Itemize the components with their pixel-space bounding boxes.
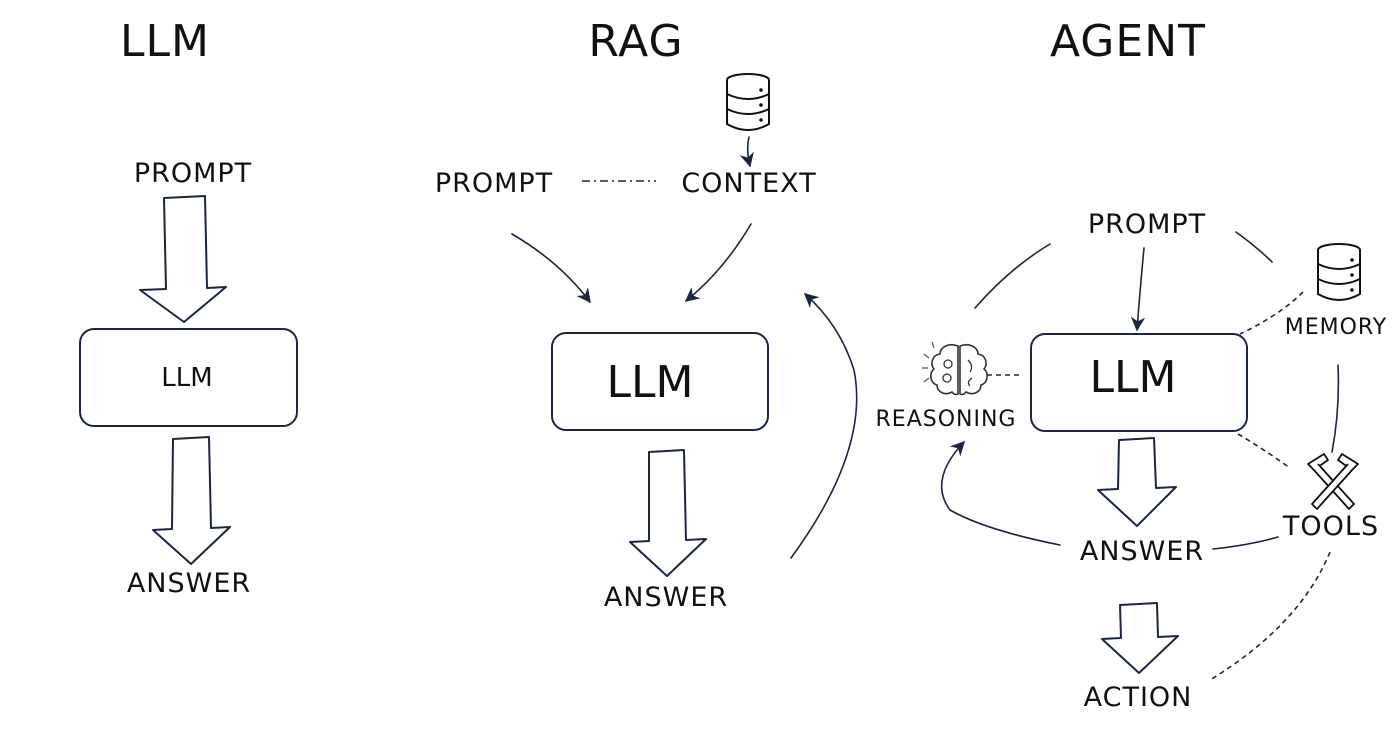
agent-prompt-memory-link xyxy=(1235,231,1273,263)
rag-prompt-label: PROMPT xyxy=(435,168,553,199)
agent-llm-tools-link xyxy=(1237,433,1291,469)
llm-answer-label: ANSWER xyxy=(127,568,251,599)
rag-llm-box xyxy=(551,332,769,431)
rag-prompt-to-llm-arrow xyxy=(511,233,591,304)
agent-llm-box xyxy=(1030,333,1248,432)
database-icon xyxy=(726,73,770,131)
database-icon xyxy=(1317,243,1361,301)
agent-answer-tools-link xyxy=(1212,536,1279,550)
rag-context-to-llm-arrow xyxy=(684,223,752,302)
brain-gears-icon xyxy=(922,341,988,396)
rag-section: RAG PROMPT CONTEXT LLM ANSWER xyxy=(435,16,858,613)
rag-answer-feedback-arrow xyxy=(790,293,858,559)
agent-prompt-reasoning-link xyxy=(974,243,1051,309)
hammers-icon xyxy=(1307,453,1359,510)
agent-section-title: AGENT xyxy=(1050,16,1206,67)
agent-memory-tools-link xyxy=(1331,364,1340,453)
agent-answer-to-action-arrow xyxy=(1101,602,1179,674)
rag-db-to-context-arrow xyxy=(739,136,754,168)
agent-answer-to-reasoning-arrow xyxy=(940,440,1061,546)
rag-llm-box-label: LLM xyxy=(607,357,694,408)
rag-answer-label: ANSWER xyxy=(604,582,728,613)
llm-prompt-label: PROMPT xyxy=(134,158,252,189)
agent-section: AGENT PROMPT LLM REASONING MEMORY xyxy=(876,16,1388,713)
rag-llm-to-answer-arrow xyxy=(629,449,707,577)
rag-section-title: RAG xyxy=(588,16,683,67)
llm-box-label: LLM xyxy=(161,363,212,393)
agent-llm-to-answer-arrow xyxy=(1097,437,1177,527)
agent-llm-box-label: LLM xyxy=(1090,352,1177,403)
llm-section: LLM PROMPT LLM ANSWER xyxy=(79,16,298,599)
agent-tools-action-link xyxy=(1209,551,1331,681)
agent-prompt-to-llm-arrow xyxy=(1130,247,1146,332)
llm-prompt-to-llm-arrow xyxy=(139,195,227,323)
agent-answer-label: ANSWER xyxy=(1080,536,1204,567)
llm-section-title: LLM xyxy=(120,16,210,67)
agent-tools-label: TOOLS xyxy=(1282,511,1379,542)
llm-box xyxy=(79,328,298,427)
agent-action-label: ACTION xyxy=(1084,682,1193,713)
llm-to-answer-arrow xyxy=(152,436,231,565)
agent-reasoning-label: REASONING xyxy=(876,407,1017,432)
rag-context-label: CONTEXT xyxy=(681,168,816,199)
agent-memory-label: MEMORY xyxy=(1285,315,1388,340)
agent-prompt-label: PROMPT xyxy=(1088,209,1206,240)
